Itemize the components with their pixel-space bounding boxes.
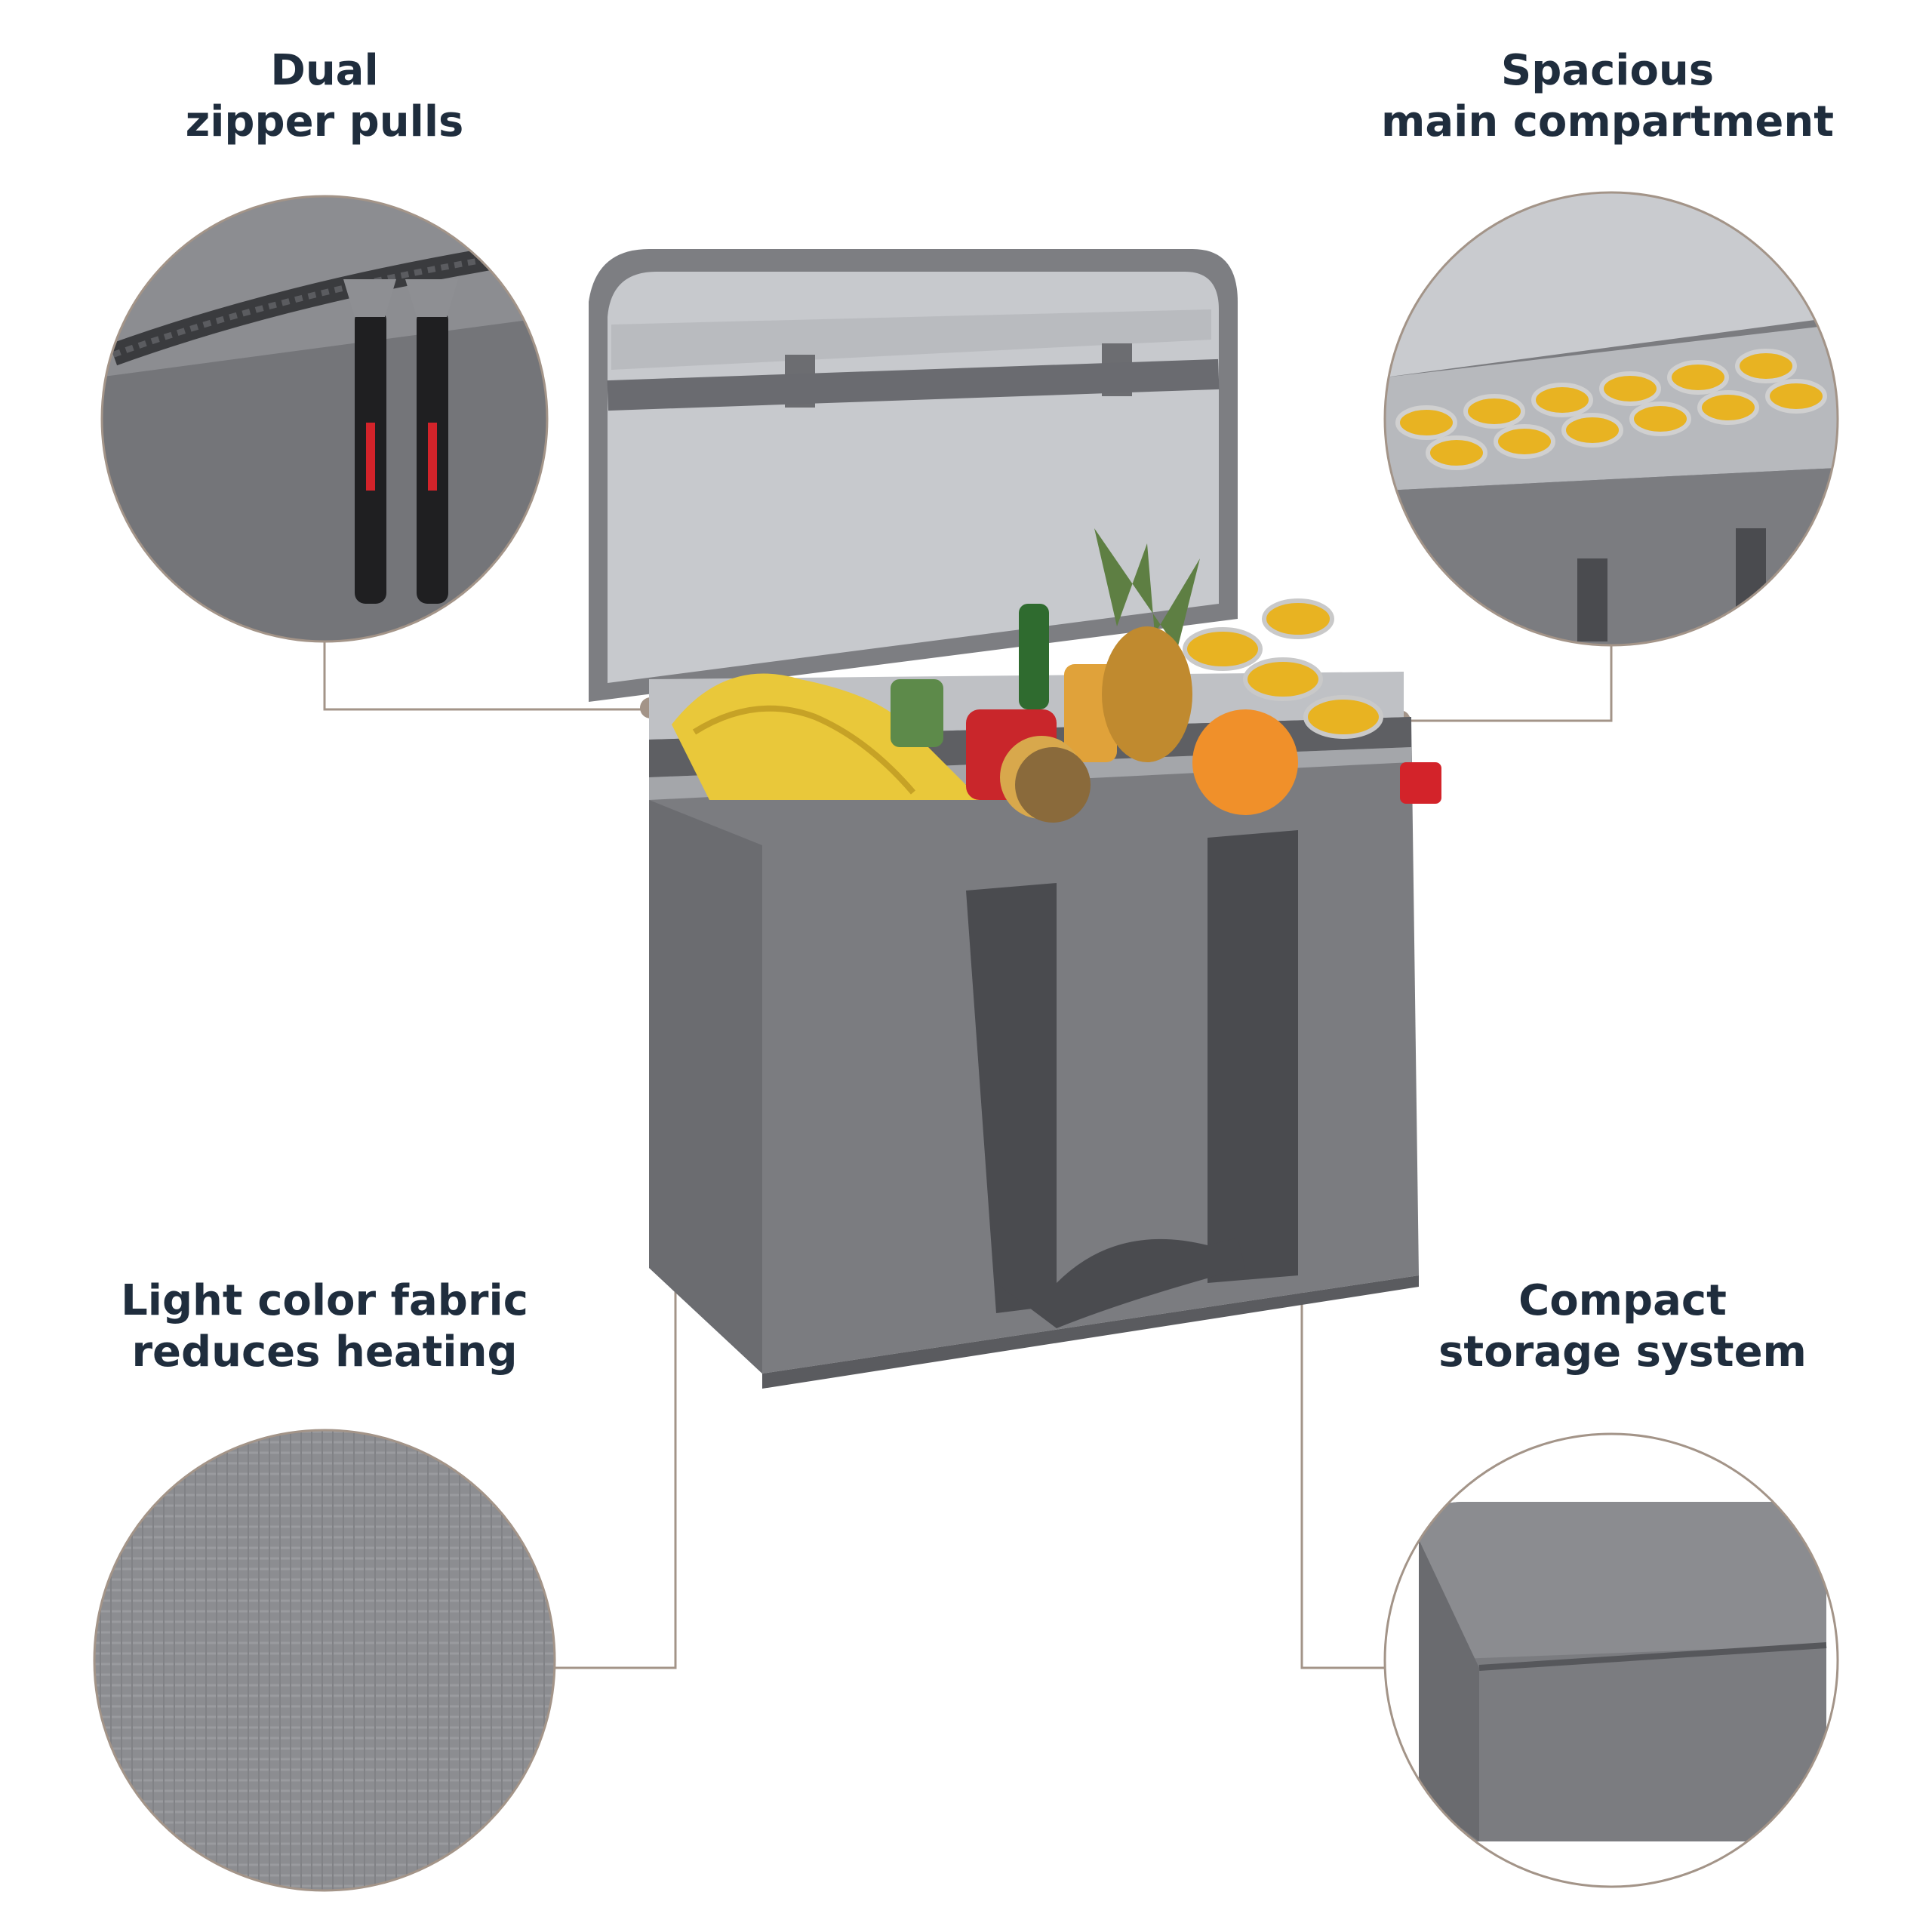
- caption-line: reduces heating: [131, 1327, 518, 1377]
- caption-line: Spacious: [1500, 46, 1715, 95]
- main-bag: [589, 249, 1441, 1389]
- compartment-detail: [1383, 191, 1839, 647]
- caption-line: Compact: [1518, 1276, 1727, 1325]
- carry-handles: [966, 830, 1298, 1328]
- caption-line: zipper pulls: [185, 97, 464, 146]
- caption-dual-zipper-pulls: Dual zipper pulls: [91, 45, 558, 148]
- fabric-texture-detail: [93, 1429, 556, 1892]
- caption-line: Light color fabric: [121, 1276, 528, 1325]
- food-contents: [672, 528, 1383, 823]
- caption-light-color-fabric: Light color fabric reduces heating: [83, 1275, 566, 1378]
- caption-compact-storage: Compact storage system: [1389, 1275, 1857, 1378]
- caption-line: storage system: [1438, 1327, 1807, 1377]
- caption-spacious-compartment: Spacious main compartment: [1366, 45, 1849, 148]
- caption-line: main compartment: [1381, 97, 1834, 146]
- pull-tab: [1400, 762, 1441, 804]
- caption-line: Dual: [270, 46, 379, 95]
- compact-storage-detail: [1383, 1432, 1839, 1888]
- zipper-pulls-detail: [100, 195, 549, 643]
- leader-lines: [323, 641, 1613, 1669]
